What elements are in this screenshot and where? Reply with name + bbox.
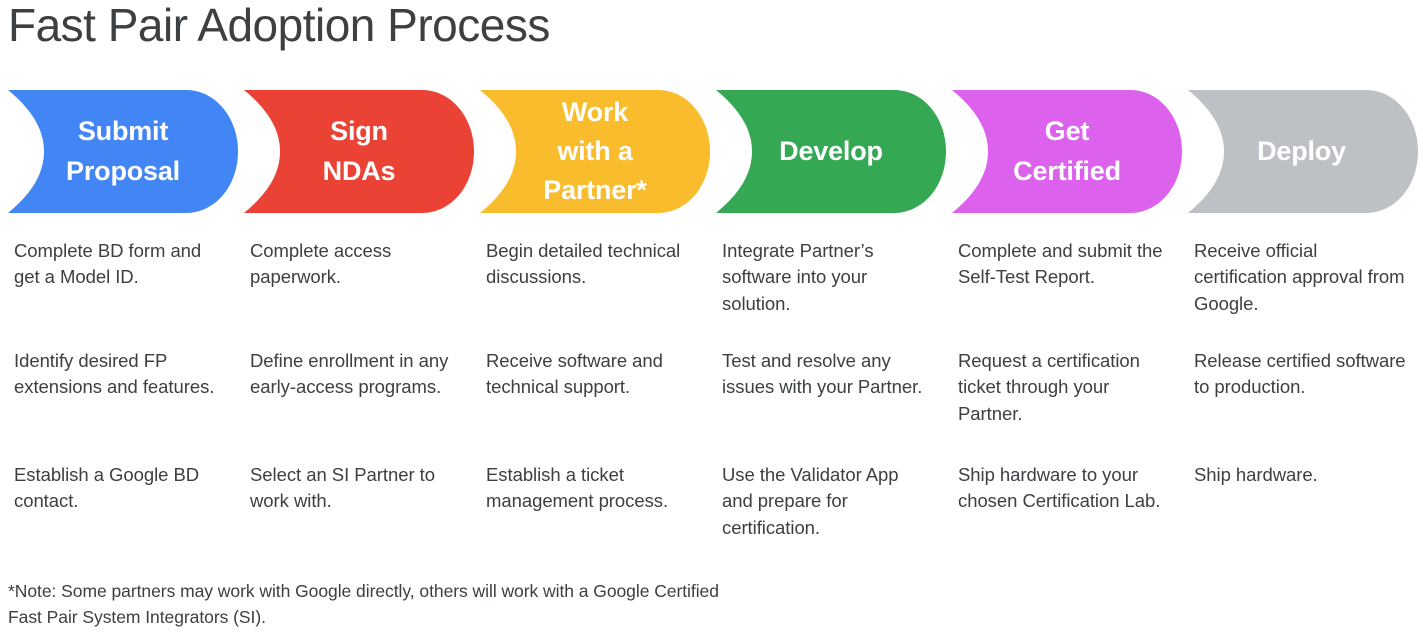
list-item: Complete and submit the Self-Test Report… (958, 240, 1163, 288)
process-step-label-6: Deploy (1257, 135, 1346, 166)
process-step-label-1: Submit Proposal (66, 116, 180, 186)
process-step-label-2: Sign NDAs (322, 116, 396, 186)
list-item: Begin detailed technical discussions. (486, 240, 681, 288)
chevron-banner-icon (1188, 90, 1418, 213)
list-item: Ship hardware. (1194, 464, 1318, 485)
list-item: Test and resolve any issues with your Pa… (722, 350, 923, 398)
list-item: Integrate Partner’s software into your s… (722, 240, 874, 314)
chevron-banner-icon (8, 90, 238, 213)
footnote-text: *Note: Some partners may work with Googl… (8, 581, 719, 628)
list-item: Identify desired FP extensions and featu… (14, 350, 215, 398)
list-item: Define enrollment in any early-access pr… (250, 350, 449, 398)
process-step-label-4: Develop (779, 135, 883, 166)
list-item: Establish a Google BD contact. (14, 464, 200, 512)
process-step-banner-1[interactable]: Submit Proposal (0, 90, 246, 213)
process-step-banner-3[interactable]: Work with a Partner* (472, 90, 718, 213)
process-step-label-3: Work with a Partner* (543, 96, 647, 206)
process-step-banner-5[interactable]: Get Certified (944, 90, 1190, 213)
process-step-label-5: Get Certified (1013, 116, 1121, 186)
list-item: Receive official certification approval … (1194, 240, 1405, 314)
list-item: Complete access paperwork. (250, 240, 392, 288)
process-banner-row: Submit Proposal Sign NDAs Work with a Pa… (0, 90, 1423, 213)
list-item: Ship hardware to your chosen Certificati… (958, 464, 1161, 512)
list-item: Complete BD form and get a Model ID. (14, 240, 202, 288)
list-item: Request a certification ticket through y… (958, 350, 1140, 424)
list-item: Establish a ticket management process. (486, 464, 669, 512)
page-title: Fast Pair Adoption Process (8, 0, 550, 51)
process-step-banner-6[interactable]: Deploy (1180, 90, 1423, 213)
list-item: Use the Validator App and prepare for ce… (722, 464, 899, 538)
list-item: Receive software and technical support. (486, 350, 663, 398)
chevron-banner-icon (244, 90, 474, 213)
chevron-banner-icon (716, 90, 946, 213)
list-item: Release certified software to production… (1194, 350, 1406, 398)
list-item: Select an SI Partner to work with. (250, 464, 435, 512)
process-step-banner-4[interactable]: Develop (708, 90, 954, 213)
chevron-banner-icon (480, 90, 710, 213)
chevron-banner-icon (952, 90, 1182, 213)
process-step-banner-2[interactable]: Sign NDAs (236, 90, 482, 213)
